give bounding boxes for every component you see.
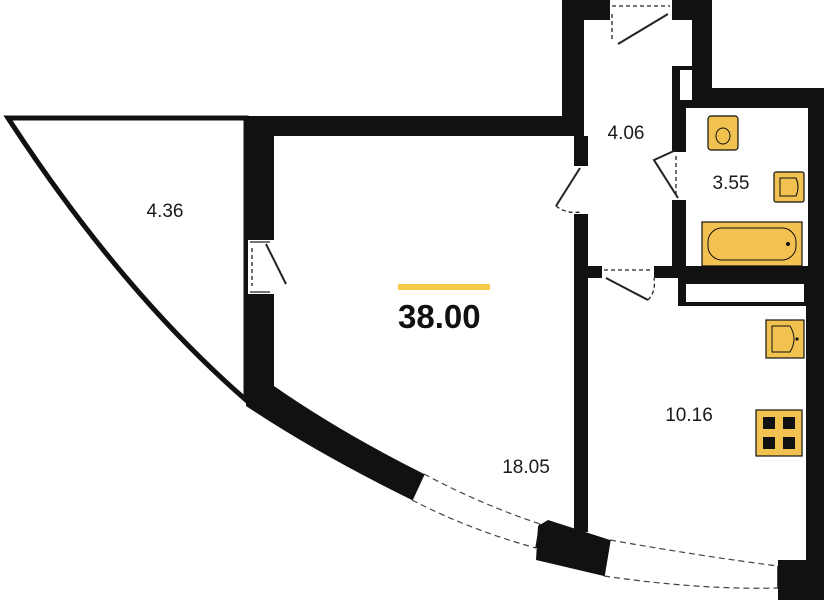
total-area-accent-bar (398, 284, 490, 290)
kitchen-area: 10.16 (665, 405, 713, 426)
doors (248, 5, 679, 301)
bathroom-sink-icon (773, 171, 805, 203)
windows (411, 473, 779, 589)
balcony-outline (3, 115, 249, 406)
kitchen-sink-icon (765, 319, 805, 359)
toilet-icon (707, 115, 739, 151)
total-area: 38.00 (398, 298, 481, 335)
total-area-block: 38.00 (398, 284, 490, 336)
hallway-area: 4.06 (607, 123, 645, 144)
bathtub-icon (701, 221, 803, 267)
bathroom-area: 3.55 (712, 173, 750, 194)
stove-icon (755, 409, 803, 457)
living-room-area: 18.05 (502, 457, 550, 478)
balcony-area: 4.36 (146, 201, 184, 222)
